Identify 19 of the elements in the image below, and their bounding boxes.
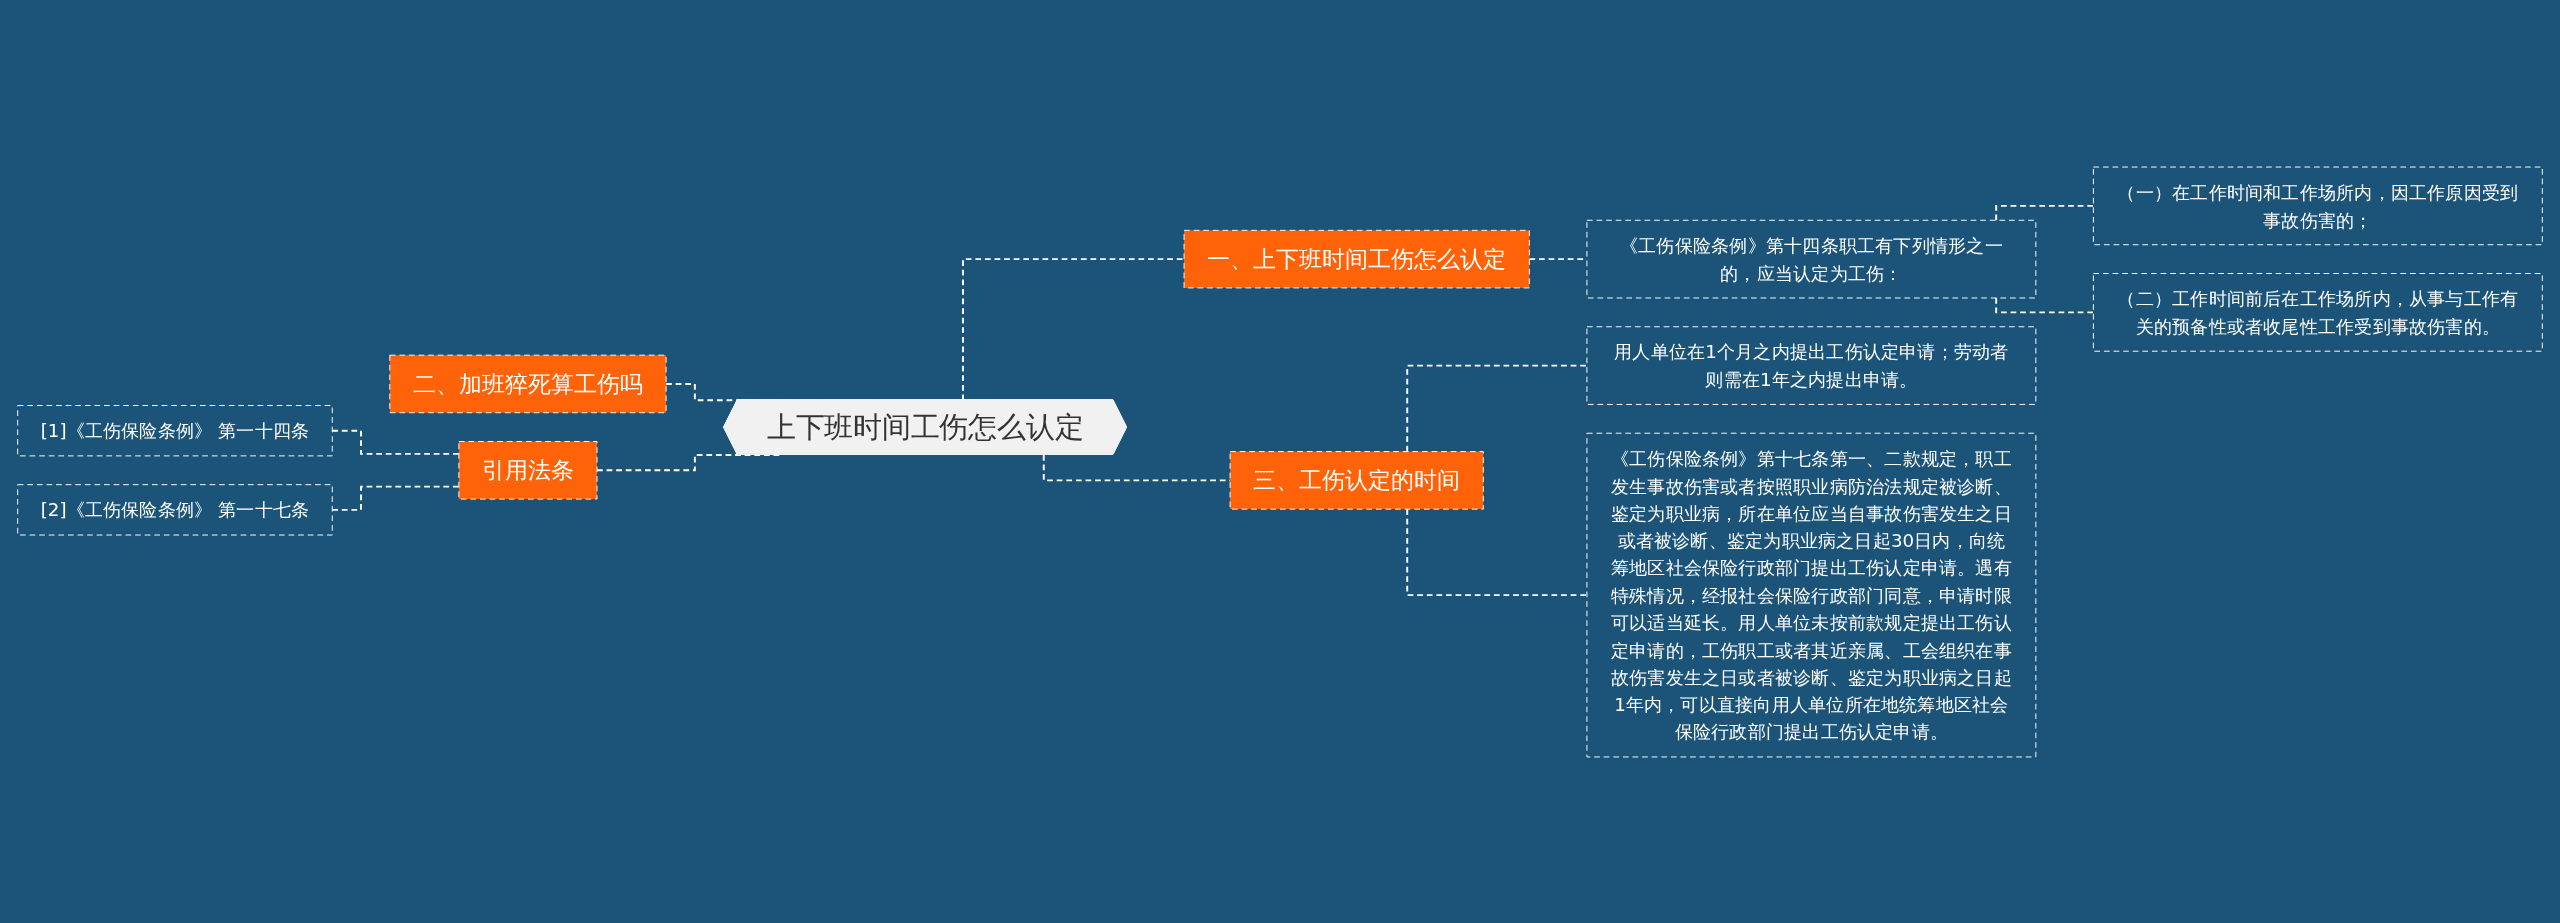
node-box: 《工伤保险条例》第十四条职工有下列情形之一的，应当认定为工伤：: [1586, 219, 2037, 298]
node-box: 三、工伤认定的时间: [1229, 450, 1484, 510]
node-box: （一）在工作时间和工作场所内，因工作原因受到事故伤害的；: [2092, 166, 2543, 245]
node-box: 引用法条: [458, 440, 598, 500]
connector: [1995, 204, 2095, 221]
connector: [1406, 364, 1588, 453]
node-box: （二）工作时间前后在工作场所内，从事与工作有关的预备性或者收尾性工作受到事故伤害的。: [2092, 272, 2543, 352]
connector: [1995, 296, 2095, 313]
node-box: [2]《工伤保险条例》 第一十七条: [17, 483, 333, 535]
connector: [331, 429, 460, 455]
node-box: 《工伤保险条例》第十七条第一、二款规定，职工发生事故伤害或者按照职业病防治法规定被诊断、鉴定为职业病，所在单位应当自事故伤害发生之日或者被诊断、鉴定为职业病之日起30日内，向统筹地区社会保险行政部门提出工伤认定申请。遇有特殊情况，经报社会保险行政部门同意，申请时限可以适当延长。用人单位未按前款规定提出工伤认定申请的，工伤职工或者其近亲属、工会组织在事故伤害发生之日或者被诊断、鉴定为职业病之日起1年内，可以直接向用人单位所在地统筹地区社会保险行政部门提出工伤认定申请。: [1586, 432, 2037, 757]
connector: [1406, 507, 1588, 596]
connector: [962, 257, 1185, 401]
connector: [331, 485, 460, 511]
node-box: 一、上下班时间工伤怎么认定: [1183, 229, 1530, 288]
connector: [596, 453, 781, 471]
node-box: 二、加班猝死算工伤吗: [389, 354, 667, 413]
node-box: 用人单位在1个月之内提出工伤认定申请；劳动者则需在1年之内提出申请。: [1586, 325, 2037, 405]
node-box: [1]《工伤保险条例》 第一十四条: [17, 404, 333, 456]
